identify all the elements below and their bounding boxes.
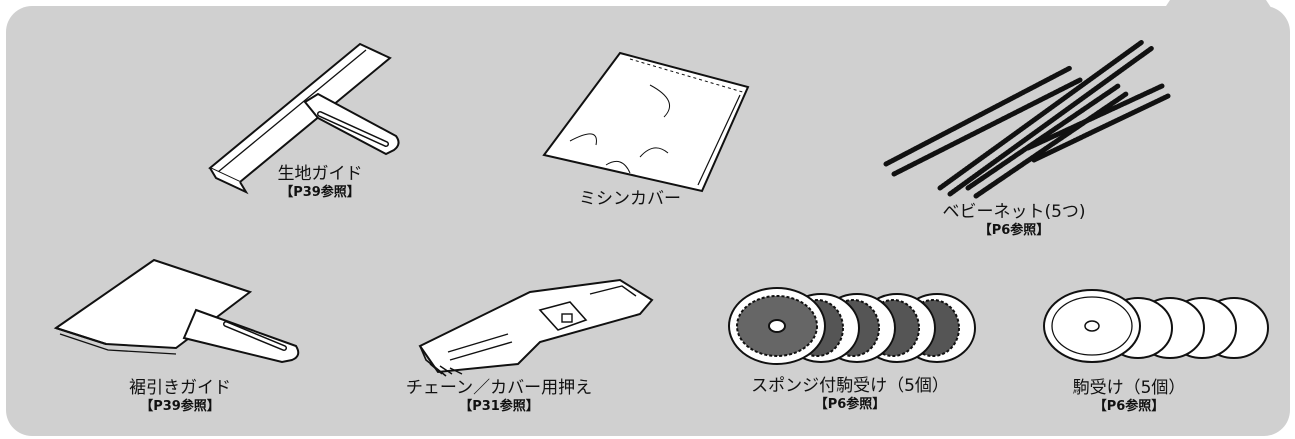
hem-guide-name: 裾引きガイド xyxy=(129,378,231,398)
panel-tab xyxy=(1162,0,1274,12)
item-chain-cover-foot: チェーン／カバー用押え 【P31参照】 xyxy=(390,272,680,432)
item-sponge-spool-holders: スポンジ付駒受け（5個） 【P6参照】 xyxy=(725,282,985,432)
chain-cover-foot-ref: 【P31参照】 xyxy=(459,399,539,414)
chain-cover-foot-name: チェーン／カバー用押え xyxy=(405,378,593,398)
sponge-spool-holders-name: スポンジ付駒受け（5個） xyxy=(751,376,949,396)
sponge-spool-holders-ref: 【P6参照】 xyxy=(814,397,886,412)
baby-net-name: ベビーネット(5つ) xyxy=(942,202,1086,222)
fabric-guide-icon xyxy=(208,42,400,195)
baby-net-ref: 【P6参照】 xyxy=(978,223,1050,238)
disc-icon xyxy=(1043,289,1269,363)
item-baby-net: ベビーネット(5つ) 【P6参照】 xyxy=(880,38,1180,248)
item-hem-guide: 裾引きガイド 【P39参照】 xyxy=(46,252,316,432)
hem-guide-ref: 【P39参照】 xyxy=(140,399,220,414)
machine-cover-name: ミシンカバー xyxy=(579,189,681,209)
fabric-guide-ref: 【P39参照】 xyxy=(280,185,360,200)
spool-holders-name: 駒受け（5個） xyxy=(1072,378,1186,398)
net-icon xyxy=(883,39,1171,199)
fabric-guide-name: 生地ガイド xyxy=(277,164,363,184)
sponge-disc-icon xyxy=(728,287,976,365)
hem-guide-icon xyxy=(53,258,300,364)
item-fabric-guide: 生地ガイド 【P39参照】 xyxy=(200,36,420,216)
bag-cover-icon xyxy=(542,51,750,193)
spool-holders-ref: 【P6参照】 xyxy=(1093,399,1165,414)
presser-foot-icon xyxy=(418,278,654,377)
item-spool-holders: 駒受け（5個） 【P6参照】 xyxy=(1038,284,1288,432)
item-machine-cover: ミシンカバー xyxy=(530,45,770,225)
